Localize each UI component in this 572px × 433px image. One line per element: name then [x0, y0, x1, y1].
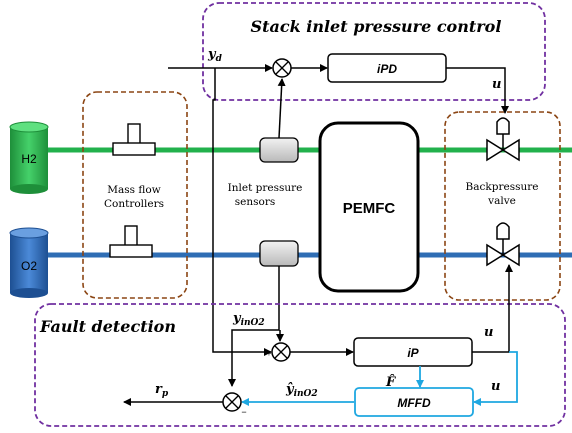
u-mid-label: u: [484, 325, 493, 340]
h2-tank: H2: [9, 121, 49, 194]
backpressure-valve-o2: [486, 222, 520, 267]
mass-flow-controller-o2: [109, 225, 153, 258]
mass-flow-group-box: [82, 91, 188, 299]
pemfc-stack: [318, 121, 420, 293]
summing-junction-ip: [271, 342, 291, 362]
ip-label: iP: [407, 346, 419, 360]
ipd-to-valve-h2-arrow: [446, 67, 509, 114]
u-top-label: u: [492, 77, 501, 92]
inlet-pressure-sensor-o2: [259, 240, 299, 267]
yd-branch-to-ip-sum: [212, 68, 272, 356]
o2-sensor-output-line: [228, 266, 280, 387]
u-bottom-label: u: [491, 379, 500, 394]
fault-detection-group-box: [34, 303, 566, 427]
summing-junction-residual: [222, 392, 242, 412]
yhat-signal-label: ŷinO2: [285, 382, 318, 399]
stack-control-title: Stack inlet pressure control: [251, 17, 502, 36]
h2-sensor-feedback-arrow: [277, 78, 286, 139]
u-to-mffd-arrow: [473, 351, 518, 406]
backpressure-valve-h2: [486, 117, 520, 162]
sum-ip-plus-sign: +: [267, 349, 272, 358]
mass-flow-controller-h2: [112, 123, 156, 156]
inlet-sensor-label-line1: Inlet pressure: [228, 182, 303, 194]
fault-detection-title: Fault detection: [39, 317, 176, 336]
mass-flow-label-line2: Controllers: [104, 198, 164, 210]
yd-signal-label: yd: [207, 47, 223, 64]
mffd-label: MFFD: [397, 396, 431, 410]
backpressure-label-line2: valve: [487, 195, 516, 207]
stack-control-group-box: [202, 2, 546, 101]
backpressure-label-line1: Backpressure: [466, 181, 539, 193]
ipd-label: iPD: [377, 62, 397, 76]
sum-residual-minus-sign: −: [241, 407, 246, 417]
fhat-label: F̂: [385, 374, 396, 390]
pemfc-label: PEMFC: [343, 200, 396, 217]
o2-tank-label: O2: [21, 259, 37, 273]
o2-tank: O2: [9, 227, 49, 298]
mass-flow-label-line1: Mass flow: [107, 184, 160, 196]
rp-signal-label: rp: [155, 382, 169, 399]
inlet-pressure-sensor-h2: [259, 137, 299, 163]
summing-junction-top: [272, 58, 292, 78]
yin-signal-label: yinO2: [232, 311, 265, 328]
h2-tank-label: H2: [21, 152, 37, 166]
inlet-sensor-label-line2: sensors: [235, 196, 275, 208]
